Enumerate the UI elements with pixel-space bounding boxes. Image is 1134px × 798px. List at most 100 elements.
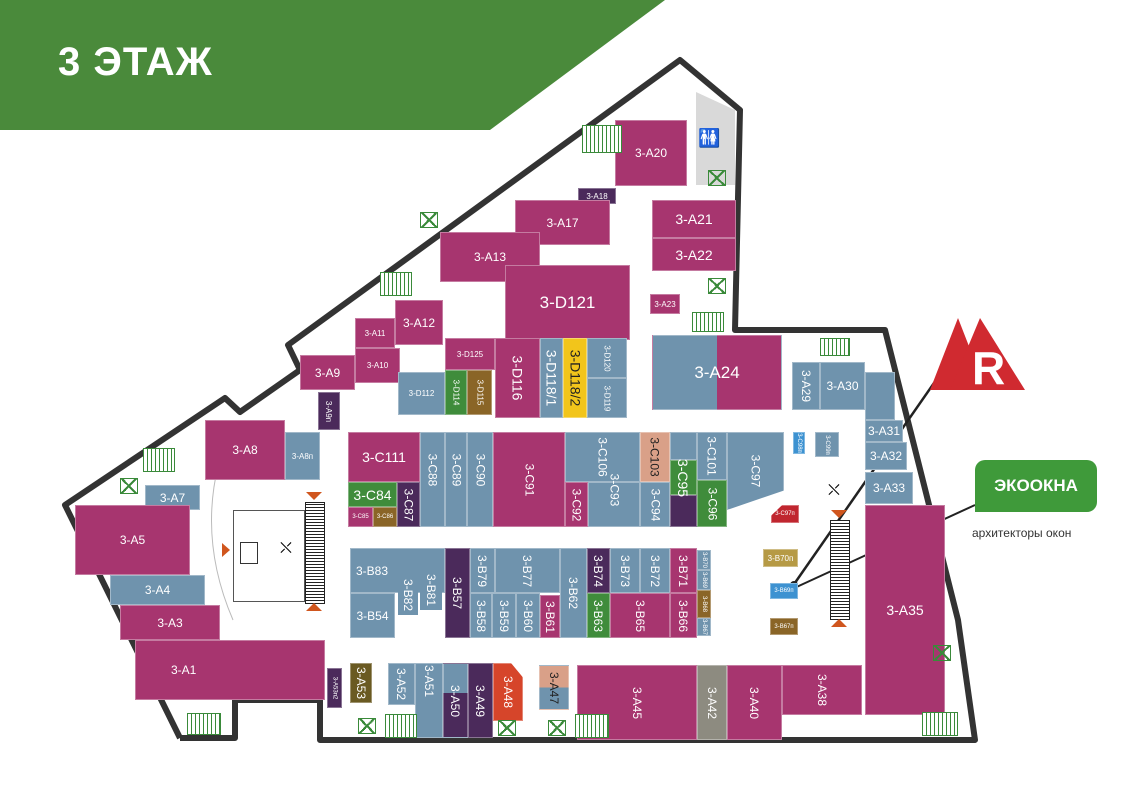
store-3-b74[interactable]: 3-B74 — [587, 548, 610, 593]
store-3-a53[interactable]: 3-A53 — [350, 663, 372, 703]
store-3-a35[interactable]: 3-A35 — [865, 505, 945, 715]
store-3-a30[interactable]: 3-A30 — [820, 362, 865, 410]
store-3-c84[interactable]: 3-C84 — [348, 482, 397, 507]
store-3-a33[interactable]: 3-A33 — [865, 472, 913, 504]
store-3-b81[interactable]: 3-B81 — [420, 570, 442, 610]
store-3-b67[interactable]: 3-B67 — [697, 618, 711, 636]
store-3-b66[interactable]: 3-B66 — [670, 593, 697, 638]
store-3-c97[interactable]: 3-C97 — [727, 432, 784, 510]
store-3-c85[interactable]: 3-C85 — [348, 507, 373, 527]
store-3-a31[interactable]: 3-A31 — [865, 420, 903, 442]
store-3-a40[interactable]: 3-A40 — [727, 665, 782, 740]
store-3-d119[interactable]: 3-D119 — [587, 378, 627, 418]
store-3-a48[interactable]: 3-A48 — [493, 663, 523, 721]
store-3-c96[interactable]: 3-C96 — [697, 480, 727, 527]
store-label: 3-A31 — [867, 424, 901, 438]
store-3-d120[interactable]: 3-D120 — [587, 338, 627, 378]
store-3-a49[interactable]: 3-A49 — [468, 663, 493, 738]
store-3-b54[interactable]: 3-B54 — [350, 593, 395, 638]
store-label: 3-B62 — [566, 576, 581, 610]
store-3-b77[interactable]: 3-B77 — [495, 548, 560, 593]
store-3-b58[interactable]: 3-B58 — [470, 593, 492, 638]
store-3-d118-1[interactable]: 3-D118/1 — [540, 338, 563, 418]
store-3-b61[interactable]: 3-B61 — [540, 595, 560, 638]
store-3-b70[interactable]: 3-B70 — [697, 550, 711, 570]
store-3-a9[interactable]: 3-A9 — [300, 355, 355, 390]
store-3-d125[interactable]: 3-D125 — [445, 338, 495, 370]
store-3-d114[interactable]: 3-D114 — [445, 370, 467, 415]
store-3-a52[interactable]: 3-A52 — [388, 663, 415, 705]
store-3-a12[interactable]: 3-A12 — [395, 300, 443, 345]
kiosk-3-b69p[interactable]: 3-B69п — [770, 583, 798, 599]
store-3-b57[interactable]: 3-B57 — [445, 548, 470, 638]
store-3-d121[interactable]: 3-D121 — [505, 265, 630, 340]
store-3-c106[interactable]: 3-C106 — [565, 432, 640, 482]
store-3-b79[interactable]: 3-B79 — [470, 548, 495, 593]
store-3-c88[interactable]: 3-C88 — [420, 432, 445, 527]
arrow-right-icon — [222, 543, 230, 557]
store-3-b65[interactable]: 3-B65 — [610, 593, 670, 638]
store-3-d116[interactable]: 3-D116 — [495, 338, 540, 418]
kiosk-3-b70p[interactable]: 3-B70п — [763, 549, 798, 567]
kiosk-3-c99p[interactable]: 3-C99п — [815, 432, 839, 457]
store-3-a50[interactable]: 3-A50 — [443, 663, 468, 738]
store-3-b68[interactable]: 3-B68 — [697, 590, 711, 618]
store-3-a9p[interactable]: 3-A9п — [318, 392, 340, 430]
store-3-c101[interactable]: 3-C101 — [697, 432, 727, 480]
store-3-a4[interactable]: 3-A4 — [110, 575, 205, 605]
store-3-a23[interactable]: 3-A23 — [650, 294, 680, 314]
store-3-a1[interactable]: 3-A1 — [135, 640, 325, 700]
store-3-a8[interactable]: 3-A8 — [205, 420, 285, 480]
store-3-a42[interactable]: 3-A42 — [697, 665, 727, 740]
store-3-a32[interactable]: 3-A32 — [865, 442, 907, 470]
store-3-b63[interactable]: 3-B63 — [587, 593, 610, 638]
store-label: 3-B66 — [676, 599, 691, 632]
escalator-icon: ⛌ — [280, 540, 292, 557]
store-3-c91[interactable]: 3-C91 — [493, 432, 565, 527]
store-3-d118-2[interactable]: 3-D118/2 — [563, 338, 587, 418]
store-3-c95-annex[interactable] — [670, 495, 697, 527]
store-label: 3-C97п — [775, 511, 795, 517]
store-3-a10[interactable]: 3-A10 — [355, 348, 400, 383]
store-3-c87[interactable]: 3-C87 — [397, 482, 420, 527]
kiosk-3-c98p[interactable]: 3-C98п — [793, 432, 805, 454]
store-label: 3-A22 — [675, 246, 713, 263]
store-3-a21[interactable]: 3-A21 — [652, 200, 736, 238]
store-3-a5[interactable]: 3-A5 — [75, 505, 190, 575]
store-3-c95[interactable]: 3-C95 — [670, 458, 697, 497]
store-3-d115[interactable]: 3-D115 — [467, 370, 492, 415]
store-3-c111[interactable]: 3-C111 — [348, 432, 420, 482]
store-label: 3-B82 — [401, 578, 415, 612]
store-3-a29[interactable]: 3-A29 — [792, 362, 820, 410]
store-3-b69[interactable]: 3-B69 — [697, 570, 711, 590]
store-3-d112[interactable]: 3-D112 — [398, 372, 445, 415]
store-3-b60[interactable]: 3-B60 — [516, 593, 540, 638]
store-3-a53p2[interactable]: 3-A53п2 — [327, 668, 342, 708]
store-3-b59[interactable]: 3-B59 — [492, 593, 516, 638]
kiosk-3-b67p[interactable]: 3-B67п — [770, 618, 798, 635]
store-3-a47[interactable]: 3-A47 — [539, 665, 569, 710]
store-3-a11[interactable]: 3-A11 — [355, 318, 395, 348]
store-3-a24[interactable]: 3-A24 — [652, 335, 782, 410]
store-3-a22[interactable]: 3-A22 — [652, 238, 736, 271]
store-label: 3-A23 — [654, 299, 676, 309]
store-3-b72[interactable]: 3-B72 — [640, 548, 670, 593]
store-3-a20[interactable]: 3-A20 — [615, 120, 687, 186]
store-3-c86[interactable]: 3-C86 — [373, 507, 397, 527]
store-3-c89[interactable]: 3-C89 — [445, 432, 467, 527]
store-3-c93[interactable]: 3-C93 — [588, 474, 640, 527]
store-3-c90[interactable]: 3-C90 — [467, 432, 493, 527]
store-3-c92[interactable]: 3-C92 — [565, 482, 588, 527]
store-3-a8p[interactable]: 3-A8п — [285, 432, 320, 480]
store-3-a3[interactable]: 3-A3 — [120, 605, 220, 640]
store-3-b73[interactable]: 3-B73 — [610, 548, 640, 593]
store-3-b82[interactable]: 3-B82 — [398, 575, 418, 615]
store-label: 3-A20 — [634, 146, 668, 160]
store-3-b71[interactable]: 3-B71 — [670, 548, 697, 593]
store-3-a51[interactable]: 3-A51 — [415, 663, 443, 738]
store-3-b62[interactable]: 3-B62 — [560, 548, 587, 638]
store-3-a38[interactable]: 3-A38 — [782, 665, 862, 715]
store-3-c103[interactable]: 3-C103 — [640, 432, 670, 482]
rp-logo: R — [930, 318, 1025, 390]
store-3-c94[interactable]: 3-C94 — [640, 482, 670, 527]
